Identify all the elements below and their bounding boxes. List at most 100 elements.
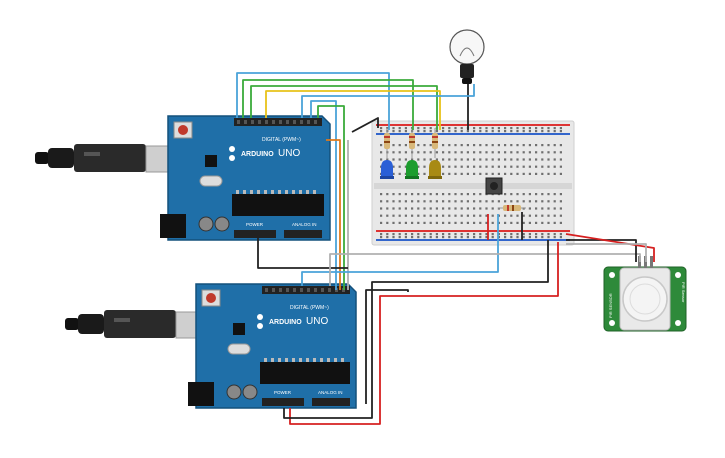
breadboard-hole — [404, 233, 407, 236]
breadboard-hole — [435, 221, 438, 224]
breadboard-hole — [541, 130, 544, 133]
breadboard-hole — [541, 127, 544, 130]
breadboard-hole — [535, 127, 538, 130]
usb-cable-top — [35, 144, 182, 173]
led-yellow — [428, 160, 442, 179]
breadboard-hole — [386, 221, 389, 224]
breadboard-hole — [404, 214, 407, 217]
breadboard-hole — [510, 236, 513, 239]
breadboard-hole — [535, 214, 538, 217]
breadboard-hole — [547, 158, 550, 161]
breadboard-hole — [380, 214, 383, 217]
breadboard-hole — [491, 233, 494, 236]
breadboard-hole — [528, 214, 531, 217]
wire-black — [358, 240, 549, 419]
breadboard-hole — [454, 144, 457, 147]
breadboard-hole — [559, 158, 562, 161]
breadboard-hole — [473, 172, 476, 175]
breadboard-hole — [528, 172, 531, 175]
breadboard-hole — [522, 165, 525, 168]
breadboard-hole — [417, 165, 420, 168]
breadboard-hole — [392, 233, 395, 236]
arduino-model: UNO — [278, 148, 300, 159]
breadboard-hole — [479, 207, 482, 210]
breadboard-hole — [404, 193, 407, 196]
breadboard-hole — [504, 151, 507, 154]
breadboard-hole — [504, 165, 507, 168]
breadboard-hole — [559, 214, 562, 217]
breadboard-hole — [479, 233, 482, 236]
wire-yellow — [265, 90, 441, 130]
breadboard-hole — [466, 151, 469, 154]
breadboard-hole — [466, 172, 469, 175]
breadboard-hole — [386, 158, 389, 161]
wire-orange — [326, 139, 341, 290]
breadboard-hole — [435, 236, 438, 239]
breadboard-hole — [516, 158, 519, 161]
breadboard-hole — [510, 233, 513, 236]
digital-label: DIGITAL (PWM~) — [290, 305, 329, 311]
breadboard-hole — [479, 172, 482, 175]
breadboard-hole — [559, 221, 562, 224]
wire-black — [351, 117, 379, 133]
breadboard-hole — [522, 193, 525, 196]
breadboard-hole — [429, 236, 432, 239]
breadboard-hole — [473, 127, 476, 130]
breadboard-hole — [460, 214, 463, 217]
breadboard-hole — [559, 127, 562, 130]
breadboard-hole — [411, 221, 414, 224]
wire-gray — [329, 253, 641, 286]
breadboard-hole — [386, 207, 389, 210]
breadboard-hole — [429, 233, 432, 236]
breadboard-hole — [510, 214, 513, 217]
breadboard-hole — [380, 200, 383, 203]
breadboard-hole — [504, 193, 507, 196]
breadboard-hole — [473, 214, 476, 217]
breadboard-hole — [535, 221, 538, 224]
breadboard-hole — [504, 144, 507, 147]
led-green — [405, 160, 419, 179]
breadboard-hole — [454, 221, 457, 224]
pir-label-right: PIR Sensor — [681, 282, 686, 303]
breadboard-hole — [448, 165, 451, 168]
pir-label-left: PIR SENSOR — [608, 293, 613, 318]
breadboard-hole — [535, 233, 538, 236]
breadboard-hole — [442, 200, 445, 203]
breadboard-hole — [497, 127, 500, 130]
breadboard-hole — [516, 130, 519, 133]
breadboard-hole — [522, 221, 525, 224]
resistor-led-3 — [432, 128, 438, 158]
breadboard-hole — [460, 165, 463, 168]
breadboard-hole — [423, 127, 426, 130]
breadboard-hole — [516, 221, 519, 224]
breadboard-hole — [454, 233, 457, 236]
led-blue — [380, 160, 394, 179]
breadboard-hole — [398, 151, 401, 154]
wire-blue — [301, 214, 499, 286]
breadboard-hole — [504, 236, 507, 239]
breadboard-hole — [423, 172, 426, 175]
breadboard-hole — [404, 200, 407, 203]
breadboard-hole — [380, 127, 383, 130]
breadboard-hole — [510, 172, 513, 175]
push-button — [485, 177, 503, 195]
breadboard-hole — [423, 144, 426, 147]
breadboard-hole — [553, 200, 556, 203]
breadboard-hole — [485, 236, 488, 239]
breadboard-hole — [535, 236, 538, 239]
breadboard-hole — [404, 165, 407, 168]
breadboard-hole — [541, 207, 544, 210]
breadboard-hole — [516, 151, 519, 154]
breadboard-hole — [392, 214, 395, 217]
breadboard-hole — [435, 200, 438, 203]
breadboard-hole — [553, 221, 556, 224]
breadboard-hole — [448, 233, 451, 236]
breadboard-hole — [423, 200, 426, 203]
breadboard-hole — [417, 221, 420, 224]
breadboard-hole — [442, 165, 445, 168]
breadboard-hole — [466, 200, 469, 203]
wire-black — [566, 239, 637, 262]
breadboard-hole — [398, 172, 401, 175]
breadboard-hole — [559, 236, 562, 239]
wire-black — [365, 289, 409, 404]
